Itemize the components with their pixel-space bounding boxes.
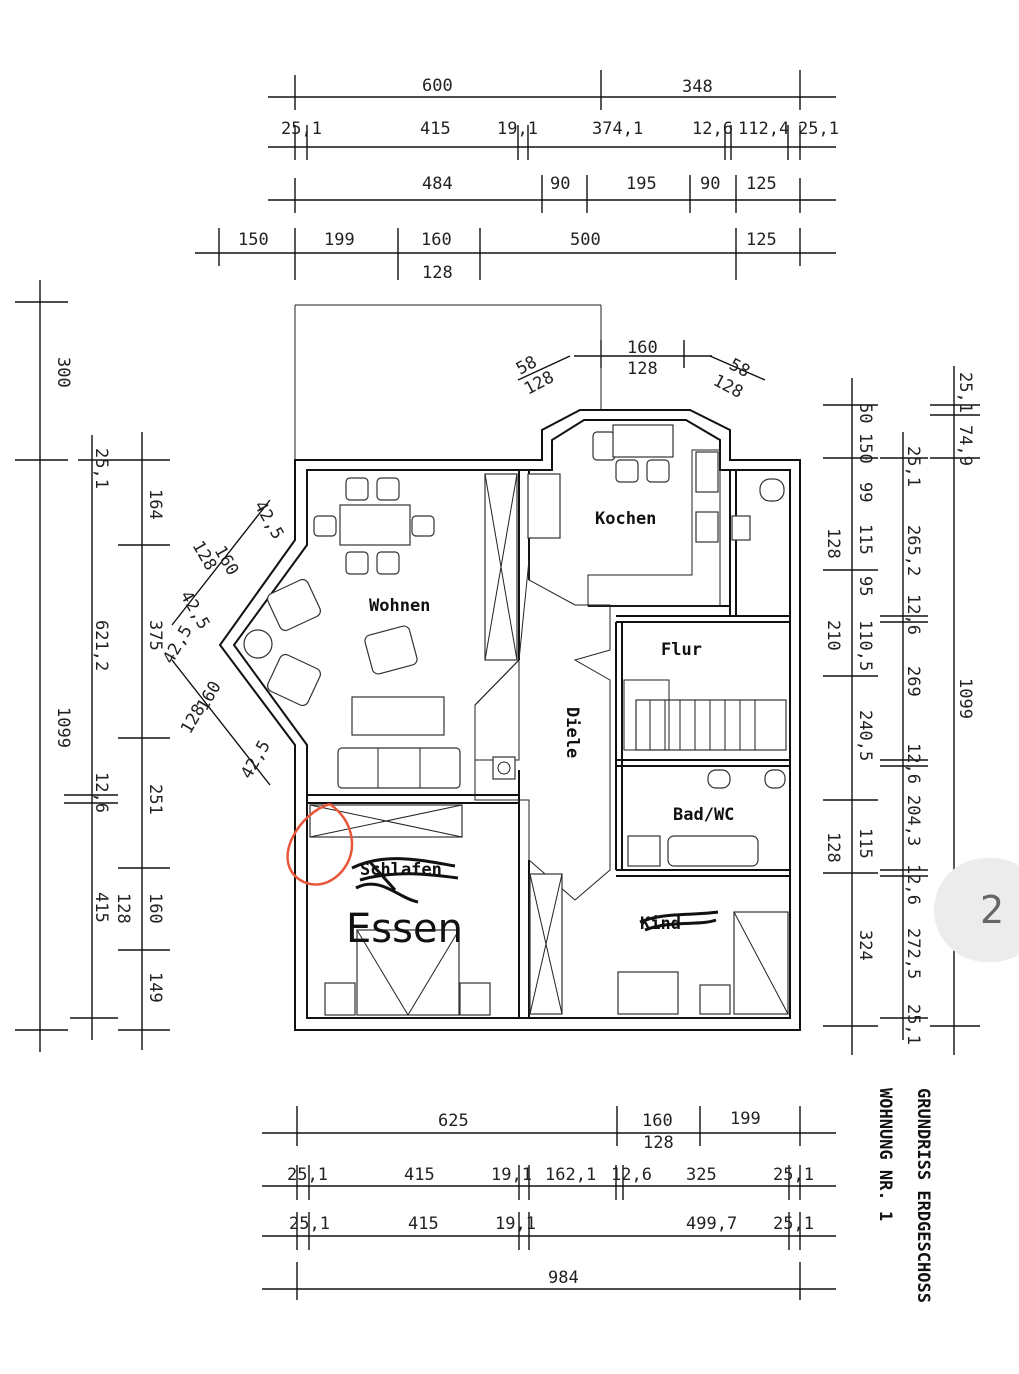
bay-left-42-5-a: 42,5 xyxy=(250,498,288,543)
right-dim-240-5: 240,5 xyxy=(855,710,875,761)
right-dim-115-a: 115 xyxy=(855,524,875,555)
bottom-dim-25-1-c: 25,1 xyxy=(289,1214,330,1234)
bottom-dim-199: 199 xyxy=(730,1109,761,1129)
right-dim-265-2: 265,2 xyxy=(903,525,923,576)
page-number-badge[interactable]: 2 xyxy=(934,858,1019,962)
handwritten-essen: Essen xyxy=(346,906,463,952)
left-dim-1099: 1099 xyxy=(53,707,73,748)
left-dim-621-2: 621,2 xyxy=(91,620,111,671)
page-number-label: 2 xyxy=(980,888,1005,932)
room-label-diele: Diele xyxy=(562,707,582,758)
left-dim-12-6: 12,6 xyxy=(91,772,111,813)
top-dim-90-b: 90 xyxy=(700,174,720,194)
top-dim-12-6: 12,6 xyxy=(692,119,733,139)
left-dim-251: 251 xyxy=(145,784,165,815)
right-dimension-chains: 50 128 210 128 150 99 115 95 110,5 240,5… xyxy=(823,366,980,1055)
bottom-dim-19-1-a: 19,1 xyxy=(491,1165,532,1185)
bottom-dim-415-b: 415 xyxy=(408,1214,439,1234)
top-dim-25-1-right: 25,1 xyxy=(798,119,839,139)
room-label-bad-wc: Bad/WC xyxy=(673,805,734,825)
top-dim-90-a: 90 xyxy=(550,174,570,194)
right-dim-128-a: 128 xyxy=(823,528,843,559)
right-dim-50: 50 xyxy=(855,403,875,423)
bottom-dim-499-7: 499,7 xyxy=(686,1214,737,1234)
bottom-dim-25-1-a: 25,1 xyxy=(287,1165,328,1185)
bottom-dim-25-1-d: 25,1 xyxy=(773,1214,814,1234)
left-dim-164: 164 xyxy=(145,489,165,520)
bottom-dim-984: 984 xyxy=(548,1268,579,1288)
plan-subtitle: WOHNUNG NR. 1 xyxy=(875,1088,895,1221)
left-dim-375: 375 xyxy=(145,620,165,651)
right-dim-99: 99 xyxy=(855,482,875,502)
bottom-dim-415-a: 415 xyxy=(404,1165,435,1185)
top-dim-199: 199 xyxy=(324,230,355,250)
right-dim-74-9: 74,9 xyxy=(955,425,975,466)
right-dim-95: 95 xyxy=(855,576,875,596)
left-dim-415: 415 xyxy=(91,892,111,923)
top-dim-125-a: 125 xyxy=(746,174,777,194)
plan-title: GRUNDRISS ERDGESCHOSS xyxy=(913,1088,933,1303)
left-dim-25-1: 25,1 xyxy=(91,448,111,489)
top-dim-128: 128 xyxy=(422,263,453,283)
hand-annotations: Essen xyxy=(286,802,719,952)
right-dim-25-1-bottom: 25,1 xyxy=(903,1004,923,1045)
top-dim-195: 195 xyxy=(626,174,657,194)
left-dim-300: 300 xyxy=(53,357,73,388)
right-dim-269: 269 xyxy=(903,666,923,697)
right-dim-25-1-outer: 25,1 xyxy=(955,372,975,413)
top-dim-374-1: 374,1 xyxy=(592,119,643,139)
bottom-dim-160: 160 xyxy=(642,1111,673,1131)
right-dim-12-6-c: 12,6 xyxy=(903,864,923,905)
title-block: GRUNDRISS ERDGESCHOSS WOHNUNG NR. 1 xyxy=(875,1088,933,1303)
top-dim-19-1: 19,1 xyxy=(497,119,538,139)
right-dim-12-6-a: 12,6 xyxy=(903,594,923,635)
bottom-dim-162-1: 162,1 xyxy=(545,1165,596,1185)
top-dim-484: 484 xyxy=(422,174,453,194)
right-dim-150: 150 xyxy=(855,433,875,464)
top-dim-600: 600 xyxy=(422,76,453,96)
bay-top-dimensions: 160 128 58 128 58 128 xyxy=(513,338,766,403)
top-dim-415: 415 xyxy=(420,119,451,139)
right-dim-1099: 1099 xyxy=(955,678,975,719)
bottom-dim-128: 128 xyxy=(643,1133,674,1153)
right-dim-272-5: 272,5 xyxy=(903,928,923,979)
left-dimension-chains: 300 1099 621,2 12,6 415 25,1 164 375 251… xyxy=(15,280,170,1052)
bay-top-128: 128 xyxy=(627,359,658,379)
room-label-kochen: Kochen xyxy=(595,509,656,529)
left-dim-149: 149 xyxy=(145,972,165,1003)
bottom-dimension-chains: 625 160 199 128 25,1 415 19,1 162,1 12,6… xyxy=(262,1106,836,1300)
bottom-dim-12-6: 12,6 xyxy=(611,1165,652,1185)
top-dim-160: 160 xyxy=(421,230,452,250)
bottom-dim-25-1-b: 25,1 xyxy=(773,1165,814,1185)
room-label-flur: Flur xyxy=(661,640,702,660)
furniture xyxy=(243,424,789,1016)
top-dim-125-b: 125 xyxy=(746,230,777,250)
room-label-wohnen: Wohnen xyxy=(369,596,430,616)
top-dimension-chains: 600 348 25,1 415 19,1 374,1 12,6 112,4 2… xyxy=(195,70,839,283)
top-dim-25-1-left: 25,1 xyxy=(281,119,322,139)
bottom-dim-19-1-b: 19,1 xyxy=(495,1214,536,1234)
top-dim-150: 150 xyxy=(238,230,269,250)
left-dim-160: 160 xyxy=(145,893,165,924)
right-dim-204-3: 204,3 xyxy=(903,795,923,846)
right-dim-210: 210 xyxy=(823,620,843,651)
right-dim-128-b: 128 xyxy=(823,832,843,863)
top-dim-500: 500 xyxy=(570,230,601,250)
top-dim-112-4: 112,4 xyxy=(738,119,789,139)
building-outline xyxy=(218,304,801,1031)
top-dim-348: 348 xyxy=(682,77,713,97)
right-dim-324: 324 xyxy=(855,930,875,961)
bay-top-160: 160 xyxy=(627,338,658,358)
left-dim-128: 128 xyxy=(113,893,133,924)
bay-left-42-5-d: 42,5 xyxy=(237,737,275,782)
bottom-dim-325: 325 xyxy=(686,1165,717,1185)
right-dim-115-b: 115 xyxy=(855,828,875,859)
red-circle-annotation xyxy=(286,802,354,886)
bottom-dim-625: 625 xyxy=(438,1111,469,1131)
right-dim-12-6-b: 12,6 xyxy=(903,743,923,784)
right-dim-110-5: 110,5 xyxy=(855,620,875,671)
right-dim-25-1-top: 25,1 xyxy=(903,446,923,487)
